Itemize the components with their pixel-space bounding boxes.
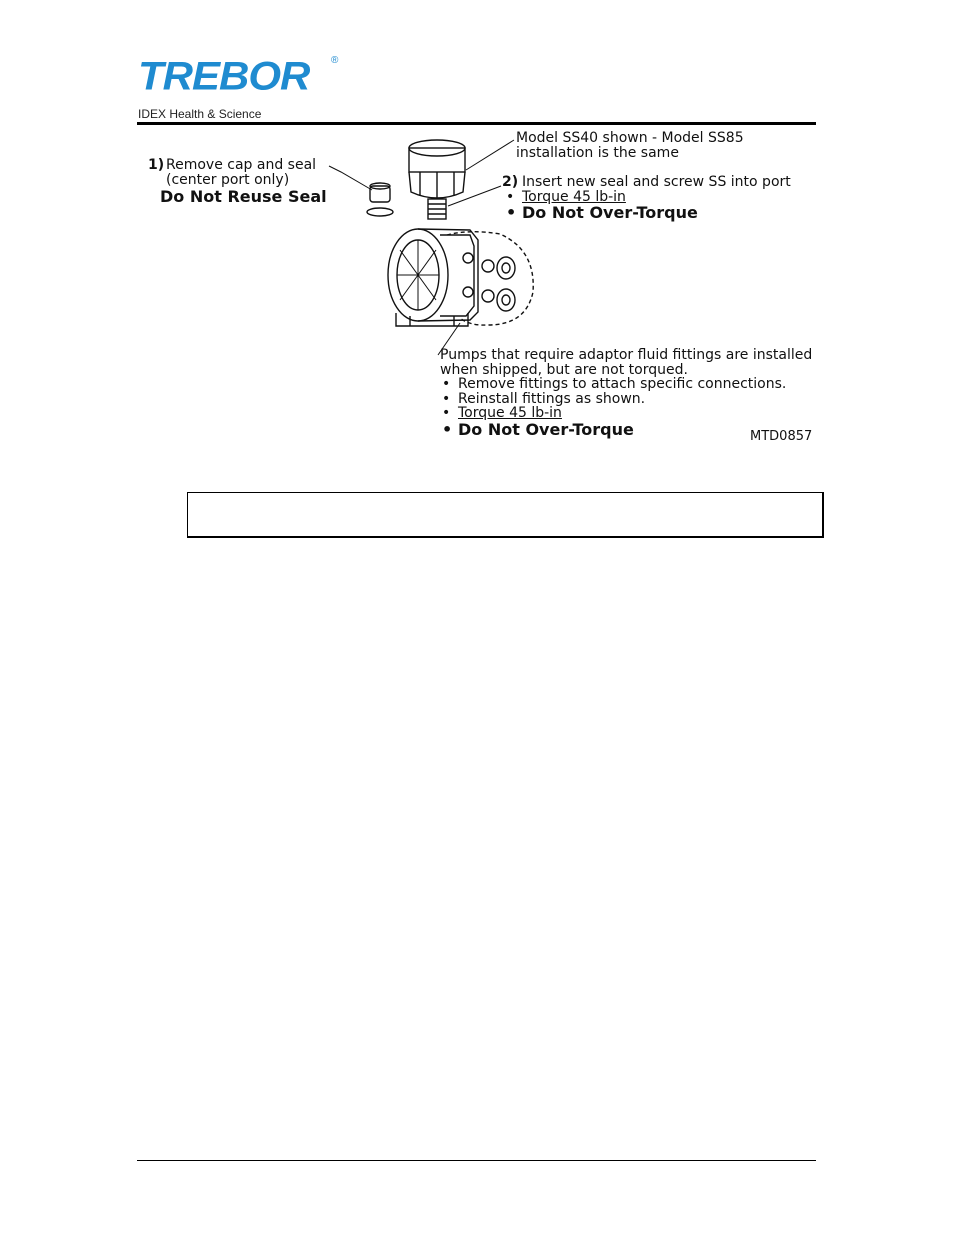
step1-number: 1) <box>148 157 165 173</box>
diaphragm-ribs <box>397 240 439 310</box>
leader-model-note <box>465 139 515 171</box>
figure-id: MTD0857 <box>750 429 813 444</box>
step2-number: 2) <box>502 174 519 190</box>
fittings-warning: Do Not Over-Torque <box>442 421 634 440</box>
step1-line1: Remove cap and seal <box>166 157 317 173</box>
logo-wordmark: TREBOR <box>138 53 310 98</box>
sensor-body <box>408 147 466 173</box>
fitting-upper <box>481 259 495 273</box>
registered-mark: ® <box>331 55 339 66</box>
trebor-logo: TREBOR <box>138 54 343 100</box>
port-cap <box>369 185 391 203</box>
leader-step1 <box>328 165 373 191</box>
model-note-line1: Model SS40 shown - Model SS85 <box>516 130 744 146</box>
fittings-bullet: Torque 45 lb-in <box>442 406 562 422</box>
fitting-lower <box>481 289 495 303</box>
fittings-note-line1: Pumps that require adaptor fluid fitting… <box>440 347 813 363</box>
fittings-note-line2: when shipped, but are not torqued. <box>440 362 688 378</box>
pump-base <box>395 313 469 327</box>
step2-warning: Do Not Over-Torque <box>506 204 698 223</box>
pump-body-side <box>417 228 479 322</box>
fittings-bullet: Remove fittings to attach specific conne… <box>442 377 786 393</box>
fittings-highlight-circle <box>446 231 534 326</box>
leader-fittings <box>437 322 461 356</box>
step1-line2: (center port only) <box>166 172 290 188</box>
caption-box <box>187 492 824 538</box>
step2-torque: Torque 45 lb-in <box>506 190 626 206</box>
header-rule <box>137 122 816 125</box>
footer-rule <box>137 1160 816 1161</box>
fittings-bullet: Reinstall fittings as shown. <box>442 392 645 408</box>
port-seal <box>366 207 394 217</box>
leader-step2 <box>447 185 502 207</box>
step1-warning: Do Not Reuse Seal <box>160 187 327 206</box>
model-note-line2: installation is the same <box>516 145 679 161</box>
step2-text: Insert new seal and screw SS into port <box>522 174 791 190</box>
subbrand-text: IDEX Health & Science <box>138 107 262 121</box>
